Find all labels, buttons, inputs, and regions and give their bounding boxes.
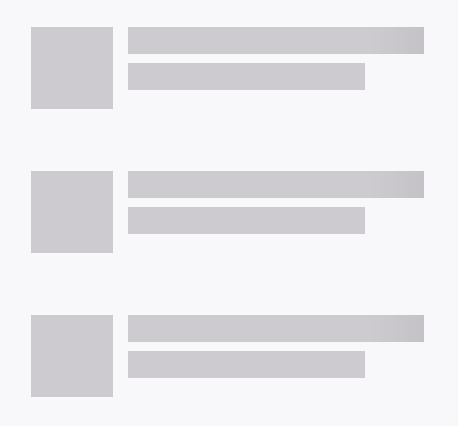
skeleton-list-item (31, 315, 424, 397)
skeleton-subtitle-line (128, 63, 365, 90)
skeleton-thumbnail (31, 171, 113, 253)
skeleton-list-item (31, 27, 424, 109)
skeleton-title-line (128, 315, 424, 342)
skeleton-subtitle-line (128, 351, 365, 378)
skeleton-thumbnail (31, 315, 113, 397)
skeleton-title-line (128, 171, 424, 198)
skeleton-subtitle-line (128, 207, 365, 234)
skeleton-list-item (31, 171, 424, 253)
skeleton-thumbnail (31, 27, 113, 109)
skeleton-title-line (128, 27, 424, 54)
